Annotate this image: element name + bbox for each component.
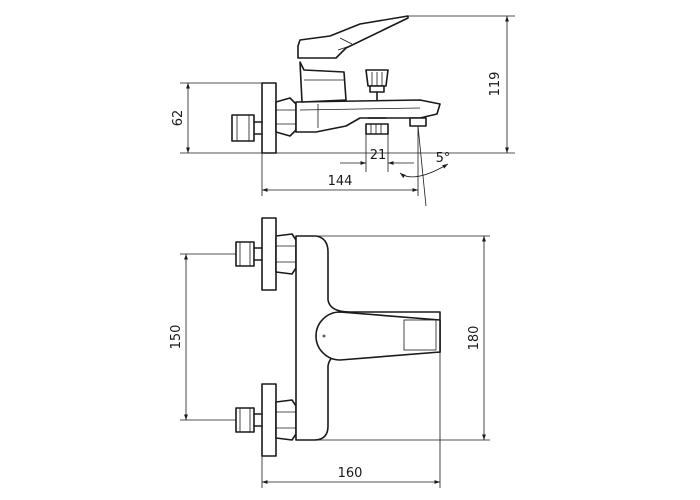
top-view: 150 180 160	[169, 217, 490, 488]
inlet-connector	[231, 114, 255, 142]
dim-150-label: 150	[169, 325, 184, 350]
lever-handle	[297, 15, 409, 59]
dim-180-label: 180	[467, 326, 482, 351]
top-lever	[315, 311, 441, 361]
upper-inlet-connector	[235, 241, 255, 267]
hex-nut	[275, 97, 297, 137]
dim-160-label: 160	[338, 466, 363, 481]
spout-outlet	[409, 117, 427, 127]
shower-outlet	[365, 123, 389, 135]
side-view: 119 62 21 144 5°	[171, 15, 515, 207]
upper-hex-nut	[275, 233, 297, 275]
lower-wall-flange	[261, 383, 277, 457]
dim-5deg-label: 5°	[436, 151, 451, 166]
dim-21-label: 21	[370, 148, 387, 163]
dim-144-label: 144	[328, 174, 353, 189]
dim-119-label: 119	[488, 72, 503, 97]
lower-inlet-connector	[235, 407, 255, 433]
wall-flange	[261, 82, 277, 154]
dim-62-label: 62	[171, 110, 186, 127]
lower-hex-nut	[275, 399, 297, 441]
lever-column	[299, 61, 347, 103]
upper-wall-flange	[261, 217, 277, 291]
